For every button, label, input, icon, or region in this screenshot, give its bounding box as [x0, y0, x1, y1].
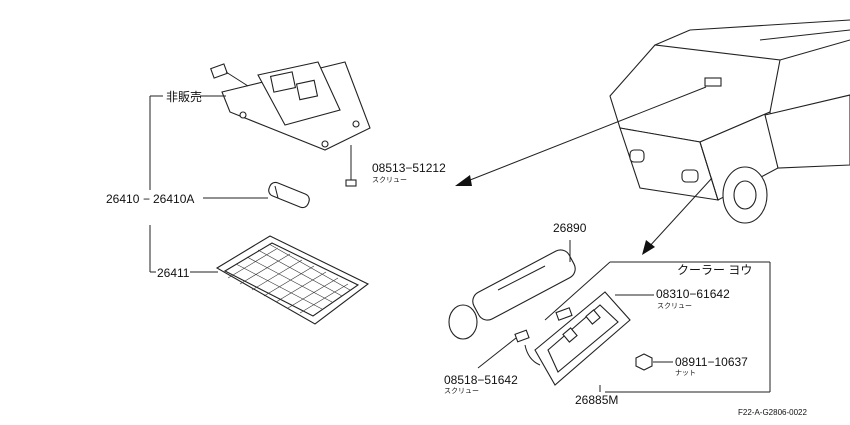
bulb-illustration — [268, 181, 310, 209]
label-dash: − — [143, 192, 150, 206]
label-08518-51642: 08518−51642 — [444, 373, 518, 387]
label-26885M: 26885M — [575, 393, 618, 407]
label-26410A: 26410A — [153, 192, 194, 206]
location-arrows — [455, 86, 713, 255]
screw-08310-illustration — [555, 307, 573, 321]
figure-code: F22-A-G2806-0022 — [738, 408, 807, 417]
label-hihanbai: 非販売 — [166, 89, 202, 104]
bracket-plate-illustration — [524, 291, 631, 386]
label-26411: 26411 — [157, 266, 190, 280]
cooler-unit-illustration — [448, 249, 576, 340]
label-08513-51212: 08513−51212 — [372, 161, 446, 175]
lamp-housing-illustration — [210, 61, 371, 151]
truck-illustration — [609, 19, 850, 224]
label-26410: 26410 — [106, 192, 140, 206]
label-08911-10637: 08911−10637 — [675, 355, 748, 369]
label-26890: 26890 — [553, 221, 587, 235]
nut-08911-illustration — [635, 353, 653, 371]
label-screw-1: スクリュー — [372, 176, 407, 184]
label-08310-61642: 08310−61642 — [656, 287, 730, 301]
left-leader-lines — [149, 95, 352, 273]
label-screw-2: スクリュー — [657, 302, 692, 310]
screw-08518-illustration — [514, 329, 530, 343]
screw-08513-illustration — [345, 172, 357, 187]
right-leader-lines — [477, 240, 771, 393]
label-nut: ナット — [675, 369, 696, 377]
label-screw-3: スクリュー — [444, 387, 479, 395]
label-cooler-you: クーラー ヨウ — [677, 263, 752, 277]
lens-grille-illustration — [215, 235, 370, 325]
